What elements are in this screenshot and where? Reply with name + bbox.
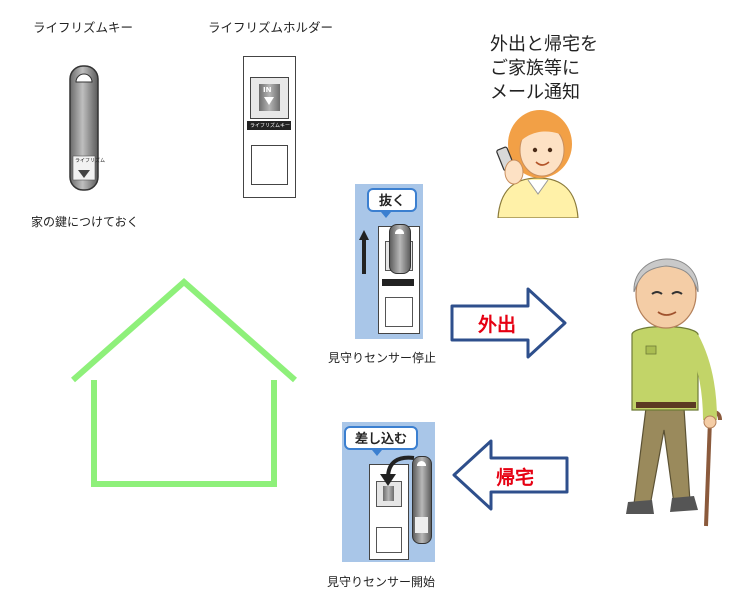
pull-step-panel: 抜く [355,184,423,339]
callout-pointer [381,212,391,218]
key-ring-hole-2 [417,461,426,466]
key-title: ライフリズムキー [33,20,134,35]
pull-callout: 抜く [367,188,417,212]
up-arrow-shaft [362,240,366,274]
slot-with-in-mark [376,481,402,507]
house-icon [71,277,297,487]
sensor-stop-label: 見守りセンサー停止 [328,351,437,365]
message-line-1: 外出と帰宅を [490,34,598,55]
sensor-start-label: 見守りセンサー開始 [327,575,436,589]
liferhythm-key-image [69,65,99,191]
key-ring-hole [395,229,404,234]
holder-key-tag: ライフリズムキー [247,121,291,130]
message-line-2: ご家族等に [490,58,580,79]
notification-message: 外出と帰宅を ご家族等に メール通知 [490,33,598,105]
insert-callout: 差し込む [344,426,418,450]
insert-step-panel: 差し込む [342,422,435,562]
go-out-label: 外出 [478,314,517,336]
in-mark-icon [383,486,394,501]
message-line-3: メール通知 [490,82,580,103]
panel-holder-button [385,297,413,327]
key-to-insert [412,456,432,544]
insert-label: 差し込む [354,432,407,447]
elderly-man-cane-icon [626,258,722,527]
return-home-arrow-icon [452,439,569,511]
curved-insert-arrow-icon [380,455,415,486]
key-pulled-out [389,224,411,274]
holder-slot: IN [250,77,289,119]
down-arrow-icon [264,97,274,105]
liferhythm-holder-image: IN ライフリズムキー [243,56,296,198]
key-body-text: ライフリズム [75,158,106,164]
up-arrow-icon [359,230,369,240]
key-note: 家の鍵につけておく [31,215,139,229]
insert-holder-button [376,527,402,553]
return-home-label: 帰宅 [496,467,535,489]
holder-button [251,145,288,185]
insert-callout-pointer [372,450,382,456]
pull-label: 抜く [378,194,405,209]
family-woman-phone-icon [496,110,579,218]
holder-title: ライフリズムホルダー [208,20,334,35]
key-label-patch [415,517,428,533]
go-out-arrow-icon [450,287,567,359]
slot-insert-mark: IN [259,84,280,111]
panel-key-tag [382,279,414,286]
